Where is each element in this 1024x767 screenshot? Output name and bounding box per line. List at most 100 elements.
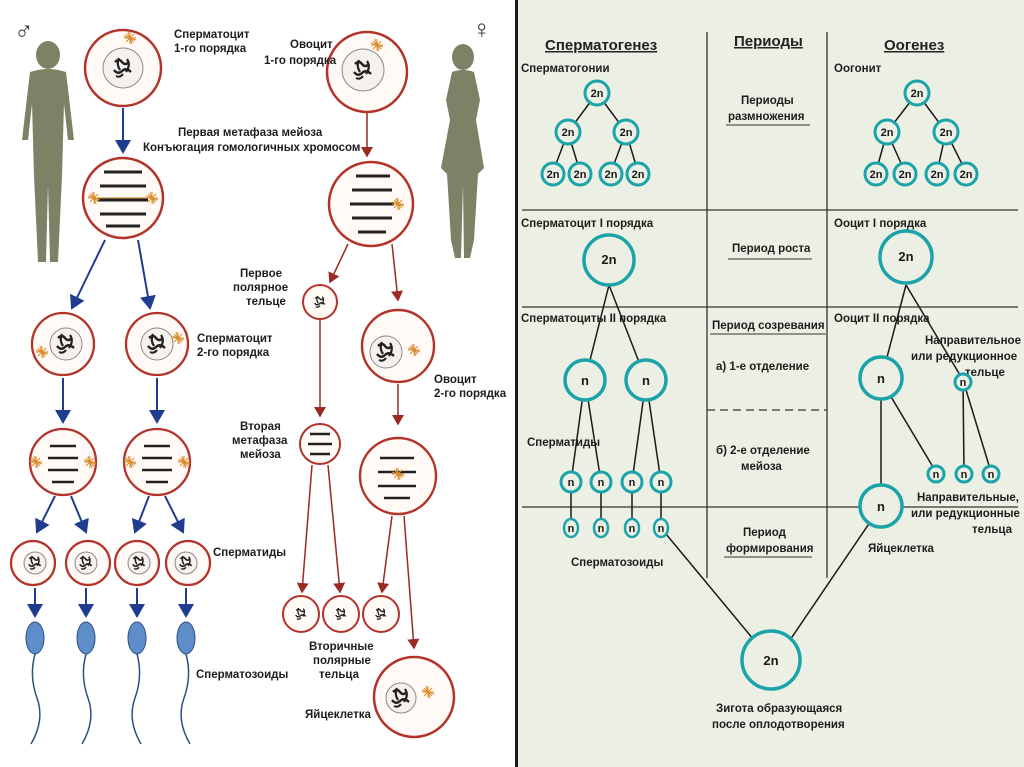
- male-symbol: ♂: [14, 16, 34, 46]
- oocyte1-label-right: Ооцит I порядка: [834, 218, 927, 230]
- second-division-b: мейоза: [741, 461, 782, 473]
- oogonia-ploidy: 2n 2n 2n 2n 2n 2n 2n: [870, 88, 973, 181]
- svg-text:2n: 2n: [911, 88, 924, 100]
- metaphase1-label: Первая метафаза мейоза: [178, 127, 323, 139]
- oocyte2-label-right: Ооцит II порядка: [834, 313, 930, 325]
- second-division-a: б) 2-е отделение: [716, 445, 810, 457]
- svg-text:n: n: [568, 523, 575, 535]
- svg-text:2n: 2n: [940, 127, 953, 139]
- spermatid-ploidy: n n n n: [568, 477, 665, 489]
- oocyte-1-cell: [325, 30, 409, 114]
- panel-divider: [515, 0, 518, 767]
- egg-label-left: Яйцеклетка: [305, 709, 371, 721]
- metaphase2a-label: Вторая: [240, 421, 281, 433]
- svg-text:2n: 2n: [562, 127, 575, 139]
- guiding-body-b: или редукционное: [911, 351, 1017, 363]
- egg-circle: [858, 483, 904, 529]
- col-oogenesis: Оогенез: [884, 37, 944, 54]
- metaphase1-female-cell: [327, 160, 415, 248]
- polar1a-label: Первое: [240, 268, 282, 280]
- spermatogonia-ploidy: 2n 2n 2n 2n 2n 2n 2n: [547, 88, 645, 181]
- svg-text:2n: 2n: [632, 169, 645, 181]
- conjugation-label: Конъюгация гомологичных хромосом: [143, 142, 360, 154]
- polar1c-label: тельце: [246, 296, 286, 308]
- secondary-polar-c-label: тельца: [319, 669, 360, 681]
- metaphase2-oocyte-cell: [358, 436, 438, 516]
- egg-cell-left: [372, 655, 456, 739]
- zygote-circle: [740, 629, 802, 691]
- polar-body-ploidy: n n n: [933, 469, 995, 481]
- guiding-body-circle: [953, 372, 973, 392]
- spermatocyte2a-ploidy: n: [581, 373, 589, 388]
- svg-text:n: n: [629, 477, 636, 489]
- period-maturation: Период созревания: [712, 320, 825, 332]
- spermatid-circles: [559, 470, 673, 494]
- spermatocyte1-label-right: Сперматоцит I порядка: [521, 218, 654, 230]
- spermatozoa-circles: [562, 517, 670, 539]
- oocyte2-circle: [858, 355, 904, 401]
- guiding-body-c: тельце: [965, 367, 1005, 379]
- col-spermatogenesis: Сперматогенез: [545, 37, 657, 54]
- spermatogonia-cells: [540, 79, 651, 187]
- spermatozoa-label: Сперматозоиды: [196, 669, 288, 681]
- spermatocyte2-label: Сперматоцит: [197, 333, 273, 345]
- svg-text:n: n: [598, 523, 605, 535]
- svg-text:n: n: [658, 477, 665, 489]
- spermatocyte2b-label: 2-го порядка: [197, 347, 270, 359]
- svg-text:n: n: [568, 477, 575, 489]
- svg-text:n: n: [629, 523, 636, 535]
- spermatids-label-right: Сперматиды: [527, 437, 600, 449]
- oocyte1b-label: 1-го порядка: [264, 55, 337, 67]
- oocyte1-circle: [878, 229, 934, 285]
- svg-text:2n: 2n: [547, 169, 560, 181]
- guiding-bodies-c: тельца: [972, 524, 1013, 536]
- metaphase2-male-cell-a: [28, 427, 98, 497]
- svg-text:2n: 2n: [870, 169, 883, 181]
- svg-text:2n: 2n: [574, 169, 587, 181]
- spermatozoa-label-right: Сперматозоиды: [571, 557, 663, 569]
- spermatid-cells: [9, 539, 212, 587]
- spermatozoa-ploidy: n n n n: [568, 523, 665, 535]
- oocyte2-ploidy: n: [877, 371, 885, 386]
- spermatocytes2-label: Сперматоциты II порядка: [521, 313, 667, 325]
- spermatocyte-1-cell: [83, 28, 163, 108]
- spermatogonia-label: Сперматогонии: [521, 63, 610, 75]
- oocyte2b-label: 2-го порядка: [434, 388, 507, 400]
- spermatocyte2b-ploidy: n: [642, 373, 650, 388]
- arrows-to-sperm: [27, 588, 194, 618]
- svg-text:n: n: [988, 469, 995, 481]
- svg-text:2n: 2n: [881, 127, 894, 139]
- period-reproduction-b: размножения: [728, 111, 804, 123]
- guiding-body-a: Направительное: [925, 335, 1021, 347]
- svg-text:2n: 2n: [960, 169, 973, 181]
- arrow: [328, 243, 349, 284]
- arrows-to-secondary-polar: [296, 464, 420, 650]
- oocyte2-label: Овоцит: [434, 374, 477, 386]
- svg-text:n: n: [933, 469, 940, 481]
- metaphase2b-label: метафаза: [232, 435, 288, 447]
- svg-text:n: n: [961, 469, 968, 481]
- oocyte1-ploidy: 2n: [898, 249, 913, 264]
- svg-text:n: n: [598, 477, 605, 489]
- spermatocyte-2-cell-b: [124, 311, 190, 377]
- guiding-bodies-b: или редукционные: [911, 508, 1020, 520]
- zygote-ploidy: 2n: [763, 653, 778, 668]
- guiding-body-ploidy: n: [960, 377, 967, 389]
- spermatids-label: Сперматиды: [213, 547, 286, 559]
- col-periods: Периоды: [734, 33, 803, 50]
- polar1b-label: полярное: [233, 282, 288, 294]
- arrow: [70, 239, 106, 310]
- female-silhouette: [441, 44, 484, 258]
- svg-text:n: n: [658, 523, 665, 535]
- zygote-b: после оплодотворения: [712, 719, 845, 731]
- metaphase1-male-cell: [81, 156, 165, 240]
- period-reproduction-a: Периоды: [741, 95, 794, 107]
- spermatocyte1-ploidy: 2n: [601, 252, 616, 267]
- egg-label-right: Яйцеклетка: [868, 543, 934, 555]
- first-polar-body: [302, 284, 338, 320]
- female-symbol: ♀: [472, 14, 492, 44]
- guiding-bodies-a: Направительные,: [917, 492, 1019, 504]
- oocyte-2-cell: [360, 308, 436, 384]
- egg-ploidy: n: [877, 499, 885, 514]
